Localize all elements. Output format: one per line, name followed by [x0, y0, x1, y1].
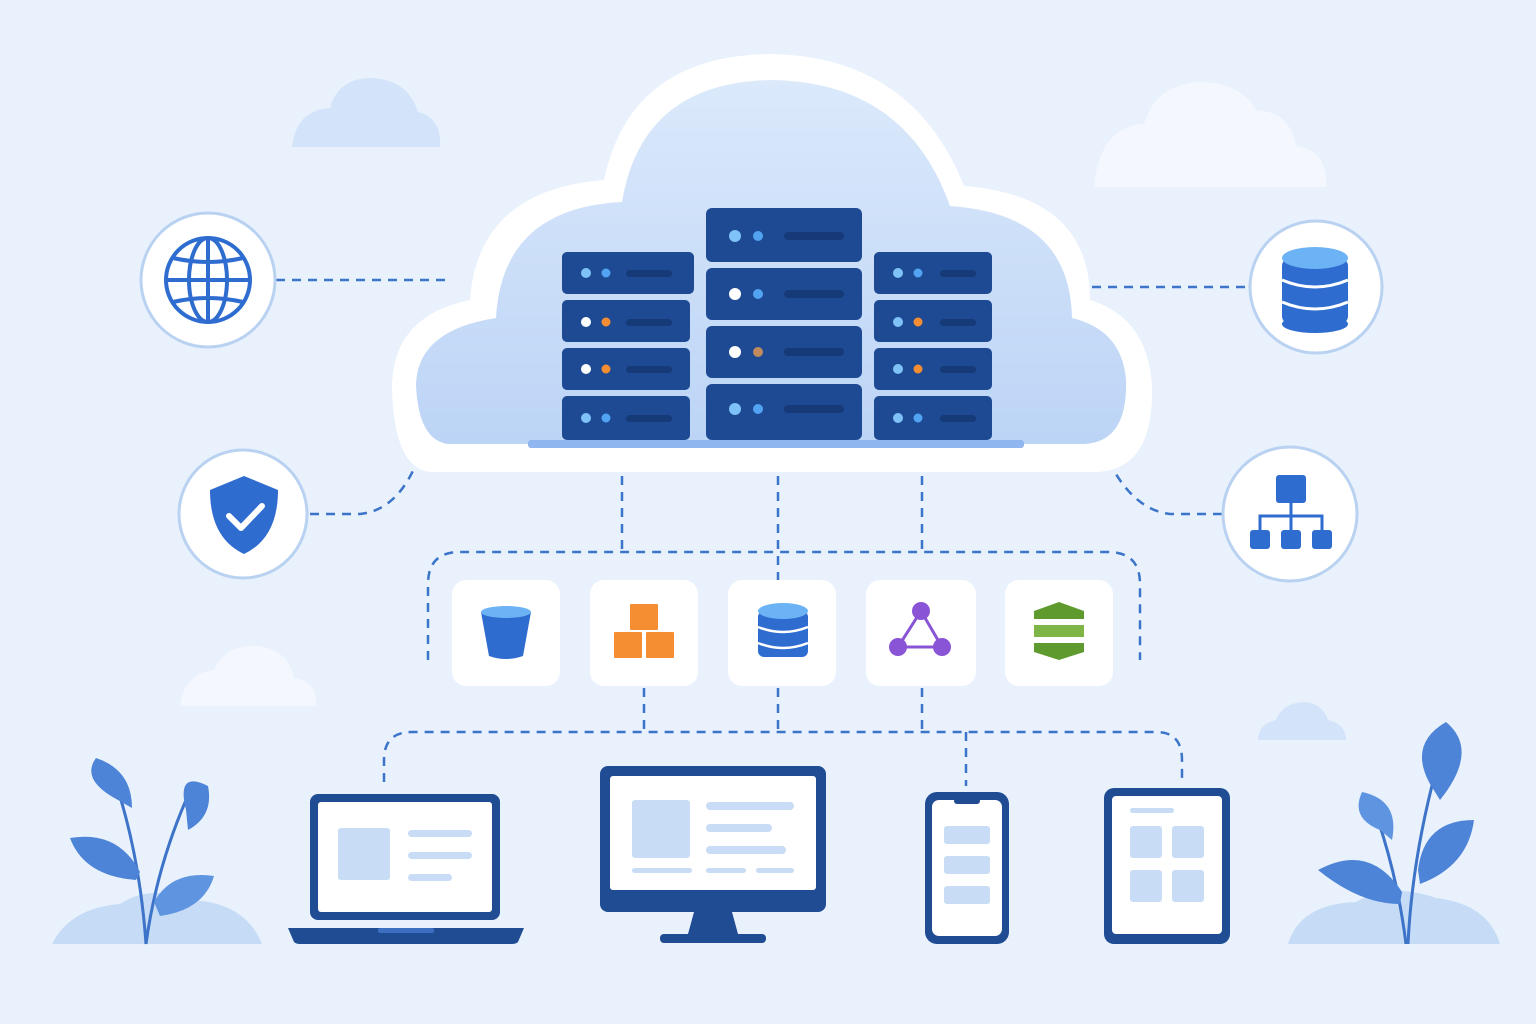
leaf-icon — [91, 758, 132, 808]
devices — [288, 766, 1230, 944]
bucket-icon — [481, 606, 531, 659]
hierarchy-icon — [1250, 475, 1332, 549]
service-tile-analytics — [1005, 580, 1113, 686]
service-tiles — [452, 580, 1113, 686]
connector-hierarchy — [1104, 455, 1222, 516]
services-bracket — [426, 550, 1142, 660]
leaf-icon — [154, 875, 214, 916]
cubes-icon — [612, 602, 676, 660]
smartphone-icon — [925, 792, 1009, 944]
graph-icon — [889, 602, 951, 656]
server-rack-right — [874, 252, 992, 440]
database-icon — [757, 603, 809, 657]
service-tile-storage — [452, 580, 560, 686]
plant-left — [52, 758, 262, 945]
leaf-icon — [1358, 792, 1394, 840]
shield-check-icon — [210, 476, 278, 554]
database-icon — [1281, 247, 1349, 333]
leaf-icon — [1418, 820, 1474, 884]
leaf-icon — [1421, 722, 1462, 800]
layers-icon — [1034, 602, 1084, 660]
connector-services-devices — [382, 688, 1184, 786]
laptop-icon — [288, 794, 524, 944]
checkmark-icon — [226, 503, 265, 531]
leaf-icon — [183, 781, 210, 830]
badge-shield — [177, 448, 309, 580]
decor-cloud-icon — [292, 78, 441, 147]
connectors — [276, 278, 1248, 786]
badge-hierarchy — [1221, 445, 1359, 583]
leaf-icon — [70, 836, 140, 880]
decor-cloud-icon — [1094, 82, 1327, 187]
globe-icon — [164, 236, 252, 324]
leaf-icon — [1318, 859, 1402, 904]
plant-right — [1288, 722, 1500, 945]
connector-shield — [310, 453, 422, 516]
badge-globe — [139, 211, 277, 349]
service-tile-database — [728, 580, 836, 686]
server-rack-left — [562, 252, 694, 440]
connector-cloud-services — [620, 476, 924, 580]
service-tile-compute — [590, 580, 698, 686]
decor-cloud-icon — [1258, 702, 1346, 740]
tablet-icon — [1104, 788, 1230, 944]
server-base — [528, 440, 1024, 448]
monitor-icon — [600, 766, 826, 943]
badge-database — [1248, 219, 1384, 355]
decor-cloud-icon — [180, 645, 317, 706]
service-tile-network — [866, 580, 976, 686]
background-clouds — [180, 78, 1346, 740]
server-rack-center — [706, 208, 862, 440]
server-racks — [562, 208, 992, 440]
